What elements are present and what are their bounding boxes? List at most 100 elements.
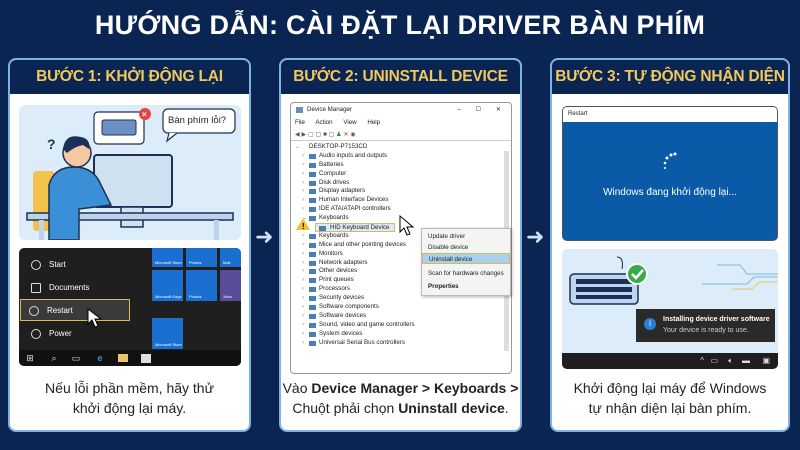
start-menu-item-power[interactable]: Power [23,323,123,345]
tree-item[interactable]: ›Disk drives [291,179,511,188]
tree-item[interactable]: ›Keyboards [291,232,511,241]
expand-chevron-icon[interactable]: › [302,249,305,257]
driver-installed-toast[interactable]: i Installing device driver software Your… [636,309,775,342]
device-category-icon [309,189,316,195]
keyboard-tray-icon[interactable]: ▬ [742,356,750,365]
expand-chevron-icon[interactable]: › [302,160,305,168]
expand-chevron-icon[interactable]: › [302,294,305,302]
tree-item[interactable]: › Audio inputs and outputs [291,152,511,161]
volume-icon[interactable]: 🔈︎ [728,356,733,365]
tree-item[interactable]: ›Processors [291,285,511,294]
search-icon[interactable]: ⌕ [51,353,57,363]
store-icon[interactable] [141,354,151,363]
start-menu-item-documents[interactable]: Documents [23,277,123,299]
tile[interactable]: Photos [186,248,217,267]
windows-icon[interactable]: ⊞ [26,353,34,363]
tree-item[interactable]: HID Keyboard Device [315,223,395,232]
tree-item[interactable]: ›Batteries [291,161,511,170]
device-category-icon [309,207,316,213]
expand-chevron-icon[interactable]: › [302,285,305,293]
expand-chevron-icon[interactable]: › [302,276,305,284]
file-explorer-icon[interactable] [118,354,128,362]
tree-item[interactable]: ›Computer [291,170,511,179]
expand-chevron-icon[interactable]: › [302,196,305,204]
expand-chevron-icon[interactable]: › [302,258,305,266]
tree-item[interactable]: ›Display adapters [291,187,511,196]
step-3-panel: BƯỚC 3: TỰ ĐỘNG NHẬN DIỆN Restart Window… [550,58,790,432]
forward-icon[interactable]: ▶ [301,131,307,138]
context-menu: Update driver Disable device Uninstall d… [421,228,511,296]
expand-chevron-icon[interactable]: › [302,267,305,275]
caption-text: Chuột phải chọn [292,400,399,416]
device-category-icon [309,331,316,337]
tree-item[interactable]: ›Monitors [291,250,511,259]
tree-item[interactable]: ›IDE ATA/ATAPI controllers [291,205,511,214]
tile[interactable]: Mail [220,248,241,267]
expand-chevron-icon[interactable]: › [302,169,305,177]
device-manager-icon [296,107,303,113]
expand-chevron-icon[interactable]: ⌄ [302,214,308,222]
tree-item-label: Audio inputs and outputs [319,151,388,159]
start-menu-item-restart[interactable]: Restart [20,299,130,321]
minimize-button[interactable]: – [457,106,461,113]
restart-window: Restart Windows đang khởi động lại... [562,106,778,241]
menu-help[interactable]: Help [367,119,381,126]
tile[interactable]: Photos [186,270,217,301]
edge-icon[interactable]: e [97,353,103,363]
help-icon[interactable]: ■ [323,131,327,138]
tile[interactable]: Xbox [220,270,241,301]
expand-chevron-icon[interactable]: › [302,329,305,337]
tree-item[interactable]: ›Software devices [291,312,511,321]
start-menu-item-start[interactable]: Start [23,254,123,276]
maximize-button[interactable]: ☐ [475,106,481,113]
caption-bold: Device Manager > Keyboards > [311,380,519,396]
network-icon[interactable]: ▭ [710,356,718,365]
tree-item[interactable]: ⌄Keyboards [291,214,511,223]
close-button[interactable]: ✕ [495,106,501,113]
tile[interactable]: Microsoft Store [152,248,183,267]
tree-item[interactable]: ›Network adapters [291,259,511,268]
device-category-icon [309,153,316,159]
context-update-driver[interactable]: Update driver [428,233,466,240]
tree-item[interactable]: ›System devices [291,330,511,339]
context-disable-device[interactable]: Disable device [428,244,469,251]
menu-view[interactable]: View [343,119,357,126]
expand-chevron-icon[interactable]: › [302,178,305,186]
notification-icon[interactable]: ▣ [762,356,770,365]
tree-item[interactable]: ›Mice and other pointing devices [291,241,511,250]
expand-chevron-icon[interactable]: › [302,338,305,346]
device-category-icon [309,242,316,248]
expand-chevron-icon[interactable]: › [302,187,305,195]
expand-chevron-icon[interactable]: › [302,320,305,328]
expand-chevron-icon[interactable]: › [302,151,305,159]
context-properties[interactable]: Properties [428,283,459,290]
tree-item[interactable]: ›Sound, video and game controllers [291,321,511,330]
scan-icon[interactable]: ◉ [350,131,356,138]
uninstall-icon[interactable]: ✕ [343,131,349,138]
task-view-icon[interactable]: ▭ [71,353,81,363]
menu-file[interactable]: File [295,119,305,126]
step-2-heading: BƯỚC 2: UNINSTALL DEVICE [281,60,520,94]
tree-item[interactable]: ›Human Interface Devices [291,196,511,205]
svg-text:×: × [142,110,147,119]
menu-action[interactable]: Action [315,119,333,126]
expand-chevron-icon[interactable]: › [302,231,305,239]
tree-root[interactable]: ⌄DESKTOP-P7153CD [295,143,368,150]
tree-item[interactable]: ›Other devices [291,267,511,276]
toast-message: Your device is ready to use. [663,327,749,334]
tree-item[interactable]: ›Software components [291,303,511,312]
tile[interactable]: Microsoft Edge [152,270,183,301]
tree-item[interactable]: ›Universal Serial Bus controllers [291,339,511,348]
chevron-up-icon[interactable]: ^ [700,356,704,365]
back-icon[interactable]: ◀ [295,131,300,138]
expand-chevron-icon[interactable]: › [302,311,305,319]
context-scan-hardware[interactable]: Scan for hardware changes [428,270,504,277]
expand-chevron-icon[interactable]: › [302,303,305,311]
context-uninstall-device[interactable]: Uninstall device [422,253,510,264]
tree-item[interactable]: ›Print queues [291,276,511,285]
tree-item[interactable]: ›Security devices [291,294,511,303]
expand-chevron-icon[interactable]: › [302,240,305,248]
tile[interactable]: Microsoft Store [152,318,183,349]
expand-chevron-icon[interactable]: › [302,205,305,213]
add-driver-icon[interactable]: ♟ [336,131,342,138]
